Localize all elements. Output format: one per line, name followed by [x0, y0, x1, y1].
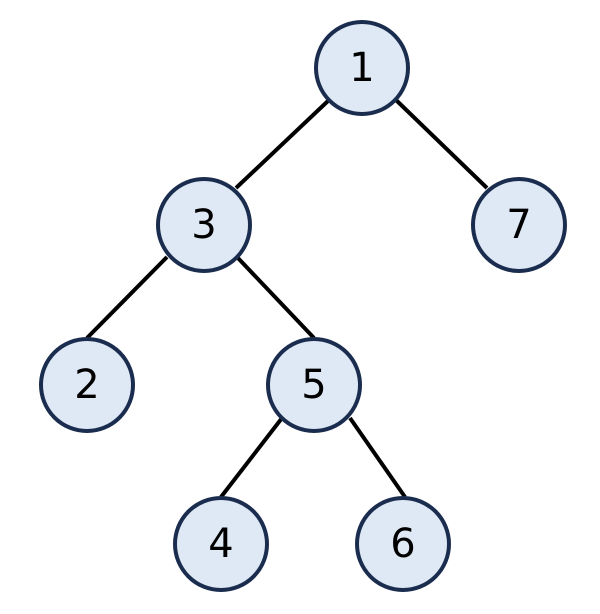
edge-5-4 — [219, 416, 284, 499]
edge-3-5 — [235, 255, 316, 340]
node-2-circle — [39, 337, 135, 433]
node-7: 7 — [471, 177, 567, 273]
edges-layer — [85, 98, 489, 499]
node-5-circle — [266, 337, 362, 433]
node-5: 5 — [266, 337, 362, 433]
node-1: 1 — [314, 20, 410, 116]
node-4-circle — [173, 496, 269, 592]
node-3-label: 3 — [191, 202, 216, 248]
edge-1-7 — [394, 98, 489, 190]
node-7-label: 7 — [506, 202, 531, 248]
node-1-circle — [314, 20, 410, 116]
node-6: 6 — [355, 496, 451, 592]
node-3: 3 — [156, 177, 252, 273]
node-2-label: 2 — [74, 362, 99, 408]
node-6-label: 6 — [390, 521, 415, 567]
node-5-label: 5 — [301, 362, 326, 408]
node-6-circle — [355, 496, 451, 592]
node-7-circle — [471, 177, 567, 273]
nodes-layer: 1 3 7 2 5 4 6 — [39, 20, 567, 592]
node-4: 4 — [173, 496, 269, 592]
node-3-circle — [156, 177, 252, 273]
edge-3-2 — [85, 255, 169, 340]
node-4-label: 4 — [208, 521, 233, 567]
node-1-label: 1 — [349, 45, 374, 91]
node-2: 2 — [39, 337, 135, 433]
edge-1-3 — [234, 98, 331, 190]
edge-5-6 — [348, 416, 407, 499]
